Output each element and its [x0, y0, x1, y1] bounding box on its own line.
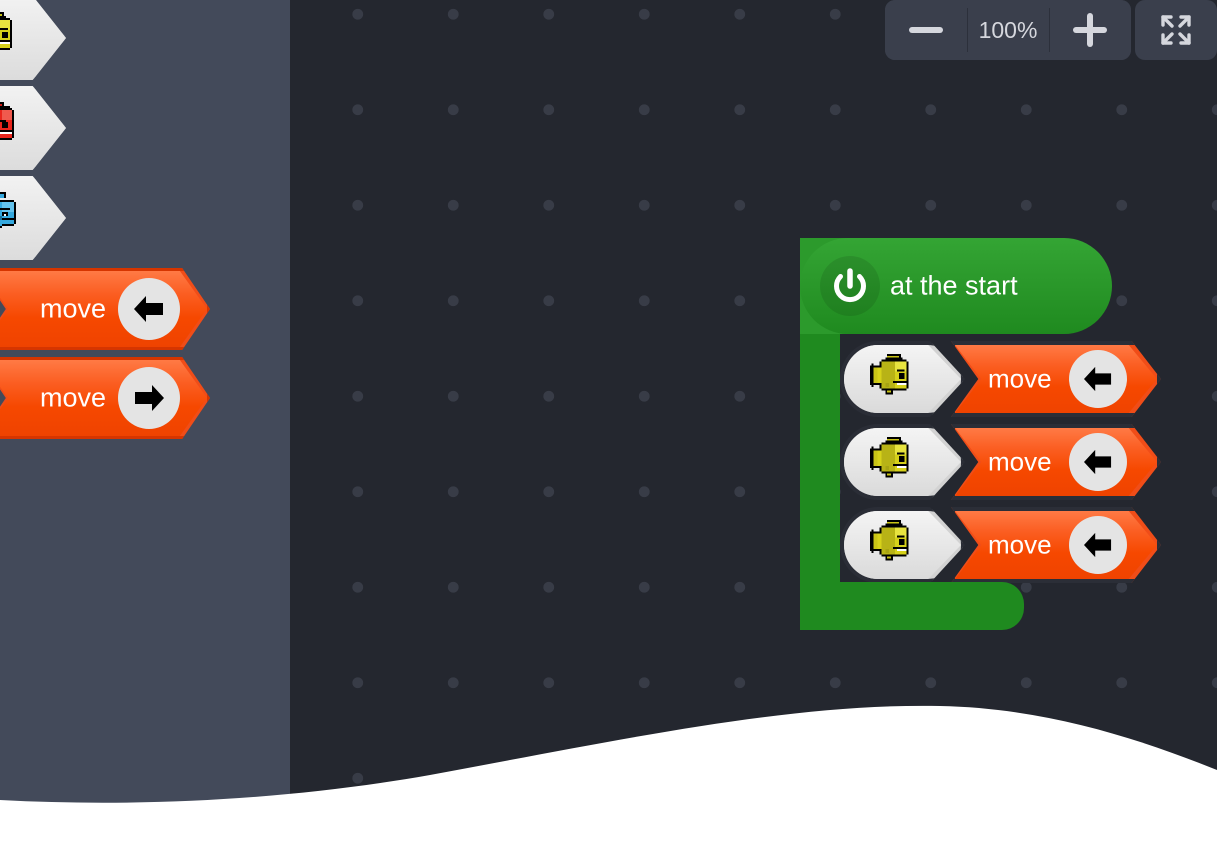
script-block-move-left[interactable]: move: [951, 424, 1161, 500]
sidebar-sprite-blue-fish[interactable]: [0, 176, 66, 260]
zoom-in-button[interactable]: [1049, 0, 1131, 60]
zoom-toolbar: 100%: [885, 0, 1217, 60]
palette-block-move-right[interactable]: move: [0, 357, 210, 439]
hat-block-label: at the start: [890, 270, 1018, 301]
script-row[interactable]: move: [840, 341, 1161, 417]
c-block-foot-inner: [800, 582, 840, 630]
zoom-button-group: 100%: [885, 0, 1131, 60]
script-block-move-left[interactable]: move: [951, 341, 1161, 417]
blue-fish-icon: [0, 186, 28, 250]
arrow-right-icon: [118, 367, 180, 429]
yellow-fish-icon: [862, 514, 924, 576]
script-block-label: move: [988, 529, 1052, 560]
plus-icon: [1073, 13, 1107, 47]
script-block-label: move: [988, 363, 1052, 394]
arrow-left-icon: [118, 278, 180, 340]
arrow-left-icon: [1069, 433, 1127, 491]
zoom-out-button[interactable]: [885, 0, 967, 60]
script-row[interactable]: move: [840, 424, 1161, 500]
red-fish-icon: [0, 96, 28, 160]
script-stack[interactable]: at the start: [800, 238, 1160, 630]
palette-block-move-left[interactable]: move: [0, 268, 210, 350]
row-sprite-yellow-fish[interactable]: [840, 507, 965, 583]
palette-block-label: move: [40, 382, 107, 413]
sidebar-sprite-yellow-fish[interactable]: [0, 0, 66, 80]
sidebar-sprite-red-fish[interactable]: [0, 86, 66, 170]
sprite-palette-sidebar: move move: [0, 0, 290, 857]
script-block-label: move: [988, 446, 1052, 477]
hat-block-at-the-start[interactable]: at the start: [800, 238, 1112, 334]
yellow-fish-icon: [862, 431, 924, 493]
fullscreen-expand-icon: [1159, 13, 1193, 47]
power-icon: [820, 256, 880, 316]
row-sprite-yellow-fish[interactable]: [840, 341, 965, 417]
fullscreen-button[interactable]: [1135, 0, 1217, 60]
script-canvas[interactable]: at the start: [290, 0, 1217, 857]
zoom-level-display[interactable]: 100%: [967, 0, 1049, 60]
script-row[interactable]: move: [840, 507, 1161, 583]
yellow-fish-icon: [862, 348, 924, 410]
arrow-left-icon: [1069, 350, 1127, 408]
script-block-move-left[interactable]: move: [951, 507, 1161, 583]
arrow-left-icon: [1069, 516, 1127, 574]
yellow-fish-icon: [0, 6, 28, 70]
minus-icon: [909, 27, 943, 33]
palette-block-label: move: [40, 293, 107, 324]
row-sprite-yellow-fish[interactable]: [840, 424, 965, 500]
